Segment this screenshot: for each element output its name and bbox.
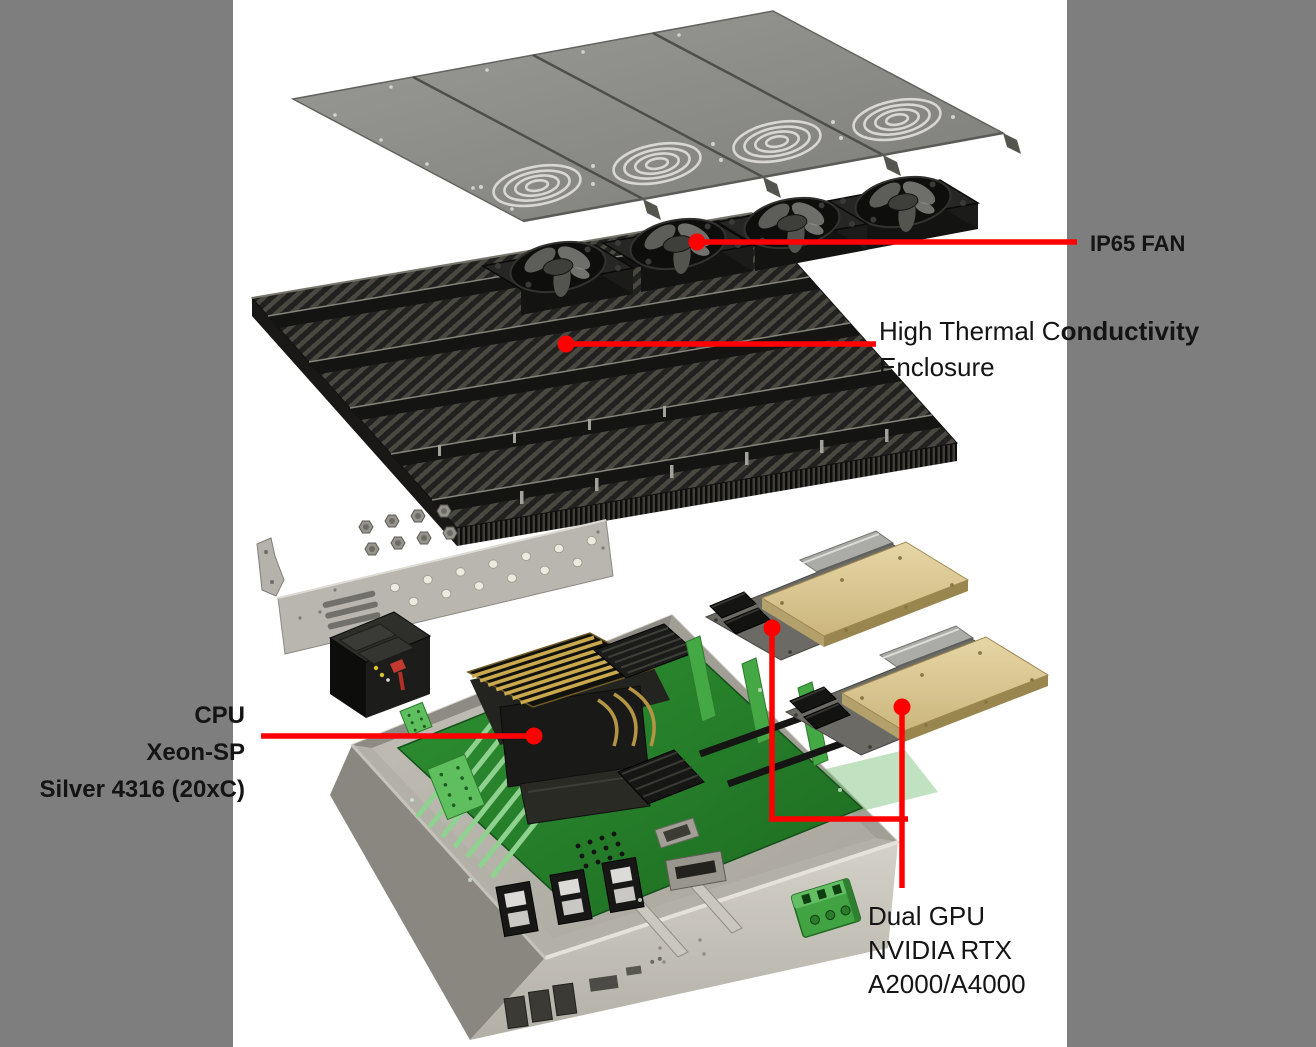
front-vents bbox=[503, 982, 578, 1030]
front-ports bbox=[588, 956, 662, 992]
right-gray-panel bbox=[1067, 0, 1316, 1047]
label-cpu: CPU Xeon-SP Silver 4316 (20xC) bbox=[0, 697, 245, 808]
chipset-heatsink bbox=[593, 623, 705, 805]
left-gray-panel bbox=[0, 0, 233, 1047]
thermal-enclosure-heatsink bbox=[251, 212, 958, 546]
jumper-block bbox=[575, 831, 625, 869]
board-terminal-small bbox=[399, 701, 433, 737]
label-cpu-line3: Silver 4316 (20xC) bbox=[39, 776, 245, 803]
cpu-heatsink bbox=[466, 632, 670, 825]
io-port-stacks bbox=[495, 817, 727, 938]
terminal-block bbox=[790, 878, 862, 938]
top-cover bbox=[290, 10, 1021, 223]
fan-unit bbox=[480, 240, 636, 315]
chassis-front-wall bbox=[470, 842, 898, 1040]
label-gpu: Dual GPU NVIDIA RTX A2000/A4000 bbox=[868, 899, 1026, 1001]
heatsink-studs bbox=[438, 406, 889, 504]
label-cpu-line1: CPU bbox=[194, 702, 245, 729]
callout-dot-enclosure bbox=[557, 335, 575, 353]
board-terminal-large bbox=[426, 753, 486, 821]
heatsink-channels bbox=[267, 230, 943, 512]
callout-dot-cpu bbox=[525, 727, 543, 745]
callout-dot-gpu2 bbox=[893, 698, 911, 716]
label-gpu-line3: A2000/A4000 bbox=[868, 969, 1026, 999]
label-gpu-line2: NVIDIA RTX bbox=[868, 935, 1013, 965]
label-ip65-fan: IP65 FAN bbox=[1090, 231, 1186, 256]
cover-screw-holes bbox=[333, 33, 955, 211]
power-module bbox=[328, 611, 432, 718]
chassis-left-wall bbox=[330, 745, 545, 1040]
label-gpu-line1: Dual GPU bbox=[868, 901, 986, 931]
label-cpu-line2: Xeon-SP bbox=[146, 739, 245, 766]
fan-unit bbox=[714, 196, 870, 271]
fan-unit bbox=[825, 175, 981, 250]
fan-unit bbox=[600, 217, 756, 292]
callout-dots bbox=[525, 233, 911, 745]
label-enclosure-line1-regular: High Thermal C bbox=[879, 316, 1061, 346]
callout-dot-fan bbox=[688, 233, 706, 251]
label-enclosure-line2: Enclosure bbox=[879, 352, 995, 382]
mounting-bracket-strip bbox=[277, 519, 614, 655]
callout-dot-gpu1 bbox=[763, 619, 781, 637]
ip65-fan-row bbox=[480, 175, 981, 315]
mounting-screws bbox=[358, 504, 458, 556]
label-enclosure-line1-bold: onductivity bbox=[1060, 316, 1200, 346]
cover-fan-grilles bbox=[492, 97, 942, 208]
callout-lines bbox=[261, 239, 1077, 888]
small-l-bracket bbox=[256, 537, 285, 597]
label-enclosure: High Thermal Conductivity Enclosure bbox=[879, 313, 1199, 385]
